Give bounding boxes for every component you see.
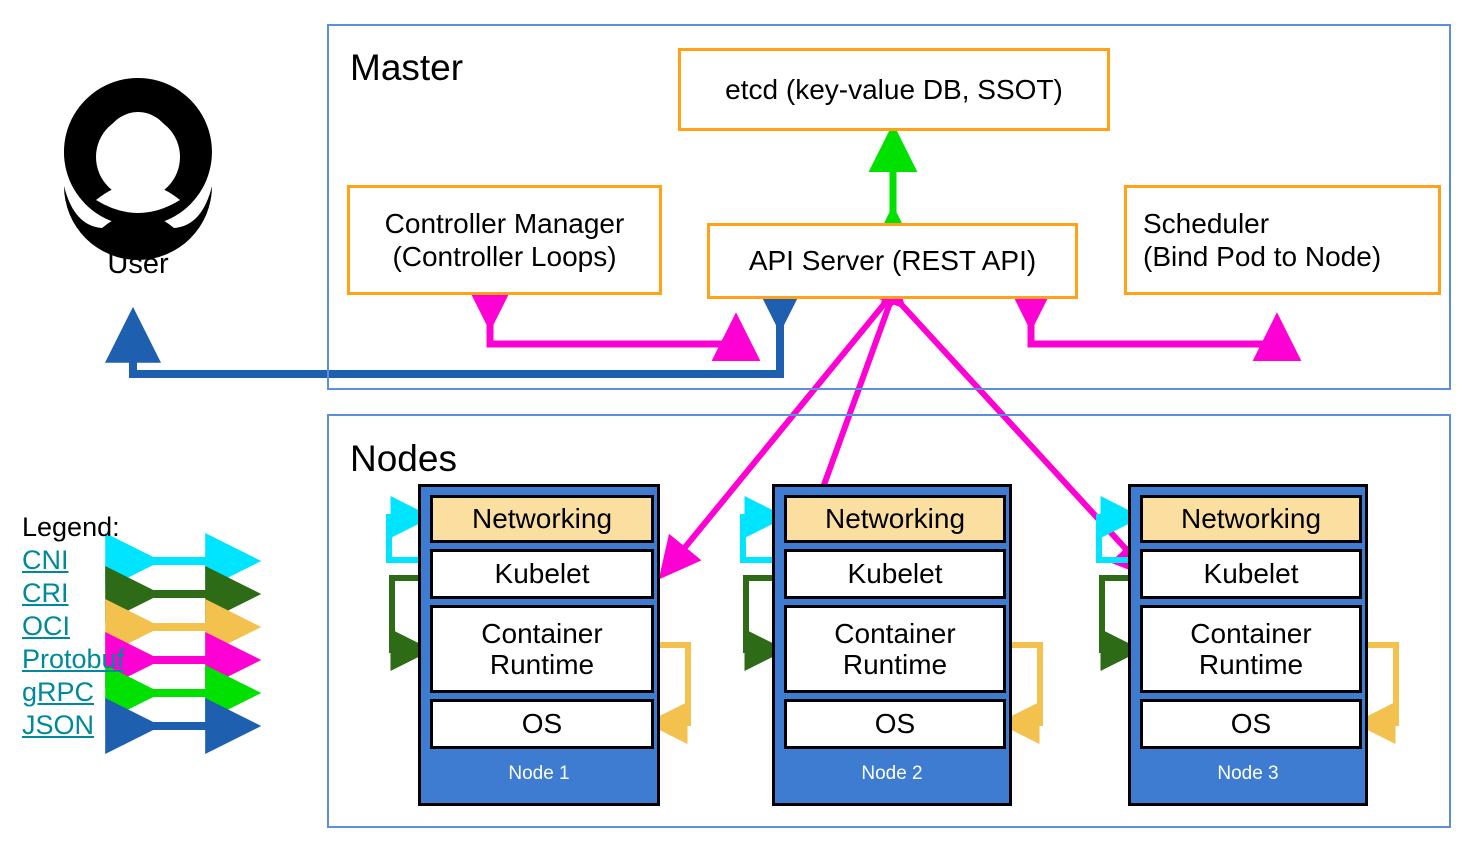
connector-cni-node1 [386, 496, 433, 563]
legend-item-cri[interactable]: CRI [22, 578, 69, 608]
connector-cni-node3 [1096, 496, 1143, 563]
node3-kubelet-box[interactable]: Kubelet [1140, 549, 1362, 599]
node1-kubelet-box[interactable]: Kubelet [430, 549, 654, 599]
node1-os-box[interactable]: OS [430, 699, 654, 749]
connector-oci-node2 [997, 642, 1043, 744]
legend-item-protobuf[interactable]: Protobuf [22, 644, 125, 674]
node3-container-runtime-label-line1: Container [1190, 617, 1312, 649]
node3-kubelet-label: Kubelet [1203, 558, 1299, 590]
controller-manager-label-line2: (Controller Loops) [392, 241, 617, 272]
connector-cri-node1 [389, 575, 433, 671]
legend-item-oci[interactable]: OCI [22, 611, 71, 641]
scheduler-box[interactable]: Scheduler (Bind Pod to Node) [1124, 185, 1441, 295]
node3-os-label: OS [1230, 708, 1272, 740]
controller-manager-label-line1: Controller Manager [384, 207, 625, 239]
node2-kubelet-label: Kubelet [847, 558, 943, 590]
legend-title: Legend: [22, 512, 120, 542]
connector-oci-node1 [645, 642, 691, 744]
node3-networking-box[interactable]: Networking [1140, 495, 1362, 543]
node3-name-label: Node 3 [1217, 763, 1279, 784]
api-server-label: API Server (REST API) [748, 245, 1037, 277]
node1-os-label: OS [521, 708, 563, 740]
node3-container-runtime-box[interactable]: Container Runtime [1140, 605, 1362, 693]
legend-item-json[interactable]: JSON [22, 710, 95, 740]
connector-cni-node2 [740, 496, 787, 563]
node-card-3[interactable]: Networking Kubelet Container Runtime OS … [1128, 484, 1368, 806]
node1-kubelet-label: Kubelet [494, 558, 590, 590]
nodes-title: Nodes [350, 438, 457, 479]
node1-networking-box[interactable]: Networking [430, 495, 654, 543]
etcd-box[interactable]: etcd (key-value DB, SSOT) [678, 48, 1110, 131]
node3-os-box[interactable]: OS [1140, 699, 1362, 749]
connector-oci-node3 [1353, 642, 1399, 744]
node3-container-runtime-label-line2: Runtime [1198, 649, 1304, 680]
etcd-label: etcd (key-value DB, SSOT) [725, 73, 1063, 105]
connector-cri-node3 [1099, 575, 1143, 671]
node2-os-label: OS [874, 708, 916, 740]
node2-container-runtime-label-line1: Container [834, 617, 956, 649]
scheduler-label-line2: (Bind Pod to Node) [1143, 241, 1382, 272]
node-card-1[interactable]: Networking Kubelet Container Runtime OS … [418, 484, 660, 806]
node2-networking-box[interactable]: Networking [784, 495, 1006, 543]
node2-name-label: Node 2 [861, 763, 923, 784]
node1-networking-label: Networking [471, 503, 613, 535]
legend-item-grpc[interactable]: gRPC [22, 677, 95, 707]
legend-item-cni[interactable]: CNI [22, 545, 69, 575]
node2-container-runtime-label-line2: Runtime [842, 649, 948, 680]
user-avatar-icon [63, 78, 212, 260]
node1-name-label: Node 1 [508, 763, 570, 784]
node1-container-runtime-label-line2: Runtime [489, 649, 595, 680]
master-title: Master [350, 47, 464, 88]
scheduler-label-line1: Scheduler [1143, 207, 1270, 239]
master-frame [327, 24, 1451, 390]
nodes-frame [327, 414, 1451, 828]
controller-manager-box[interactable]: Controller Manager (Controller Loops) [347, 185, 662, 295]
node-card-2[interactable]: Networking Kubelet Container Runtime OS … [772, 484, 1012, 806]
user-label: User [107, 248, 169, 280]
api-server-box[interactable]: API Server (REST API) [707, 223, 1078, 299]
node3-networking-label: Networking [1180, 503, 1322, 535]
node2-networking-label: Networking [824, 503, 966, 535]
node1-container-runtime-box[interactable]: Container Runtime [430, 605, 654, 693]
node2-os-box[interactable]: OS [784, 699, 1006, 749]
node2-kubelet-box[interactable]: Kubelet [784, 549, 1006, 599]
node1-container-runtime-label-line1: Container [481, 617, 603, 649]
node2-container-runtime-box[interactable]: Container Runtime [784, 605, 1006, 693]
connector-cri-node2 [743, 575, 787, 671]
